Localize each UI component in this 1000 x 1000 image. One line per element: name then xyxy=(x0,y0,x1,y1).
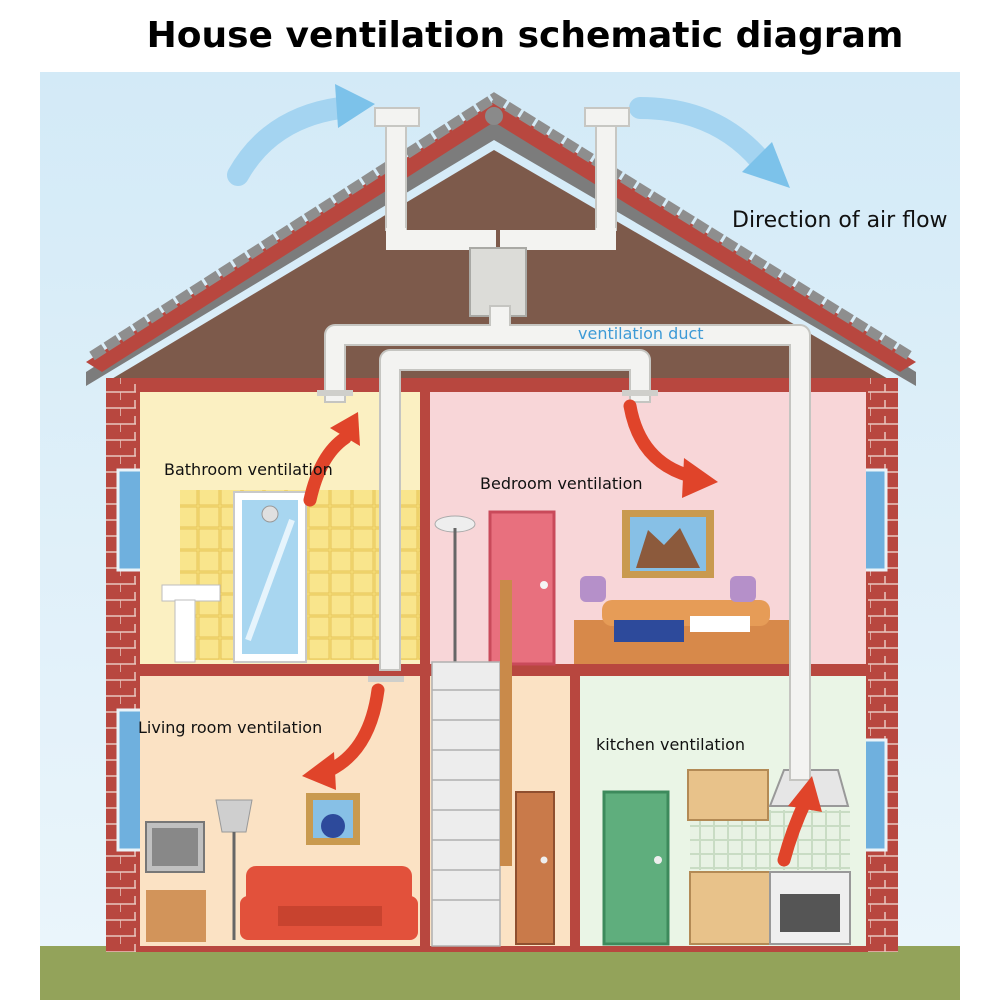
living-lamp xyxy=(215,799,253,940)
duct-vents xyxy=(317,390,658,682)
sink xyxy=(161,584,221,663)
bedroom-door xyxy=(488,510,556,666)
diagram-title: House ventilation schematic diagram xyxy=(146,15,904,56)
kitchen-ventilation-label: kitchen ventilation xyxy=(596,735,746,754)
kitchen-airflow-arrow xyxy=(777,776,822,867)
bedroom-picture xyxy=(622,510,714,578)
bathroom-airflow-arrow xyxy=(303,412,360,507)
bedroom-ventilation-label: Bedroom ventilation xyxy=(480,474,643,493)
kitchen-door xyxy=(602,790,670,946)
ventilation-ducts xyxy=(324,305,811,781)
bathroom-ventilation-label: Bathroom ventilation xyxy=(164,460,333,479)
kitchen-cabinets xyxy=(687,769,771,945)
shower xyxy=(233,491,307,663)
hall-door xyxy=(515,791,555,945)
airflow-arrow-in xyxy=(227,84,375,186)
stair-rail xyxy=(500,580,512,866)
sofa xyxy=(240,866,418,940)
living-picture xyxy=(306,793,360,845)
left-brick-edge xyxy=(106,378,136,952)
right-brick-edge xyxy=(868,378,898,952)
airflow-arrow-out xyxy=(629,97,790,188)
bedroom-airflow-arrow xyxy=(623,399,718,498)
roof-vent-pipes xyxy=(374,107,630,250)
side-windows xyxy=(116,468,888,852)
ventilation-unit xyxy=(469,247,527,317)
living-room-ventilation-label: Living room ventilation xyxy=(138,718,323,737)
tv xyxy=(145,821,206,942)
bed xyxy=(574,600,792,664)
air-flow-label: Direction of air flow xyxy=(732,208,948,233)
stove xyxy=(769,871,851,945)
ventilation-duct-label: ventilation duct xyxy=(578,324,704,343)
grass xyxy=(40,946,960,1000)
bedside-lamps xyxy=(580,576,756,602)
staircase xyxy=(431,661,501,947)
living-room-airflow-arrow xyxy=(302,683,385,790)
floor-lamp xyxy=(434,515,476,662)
